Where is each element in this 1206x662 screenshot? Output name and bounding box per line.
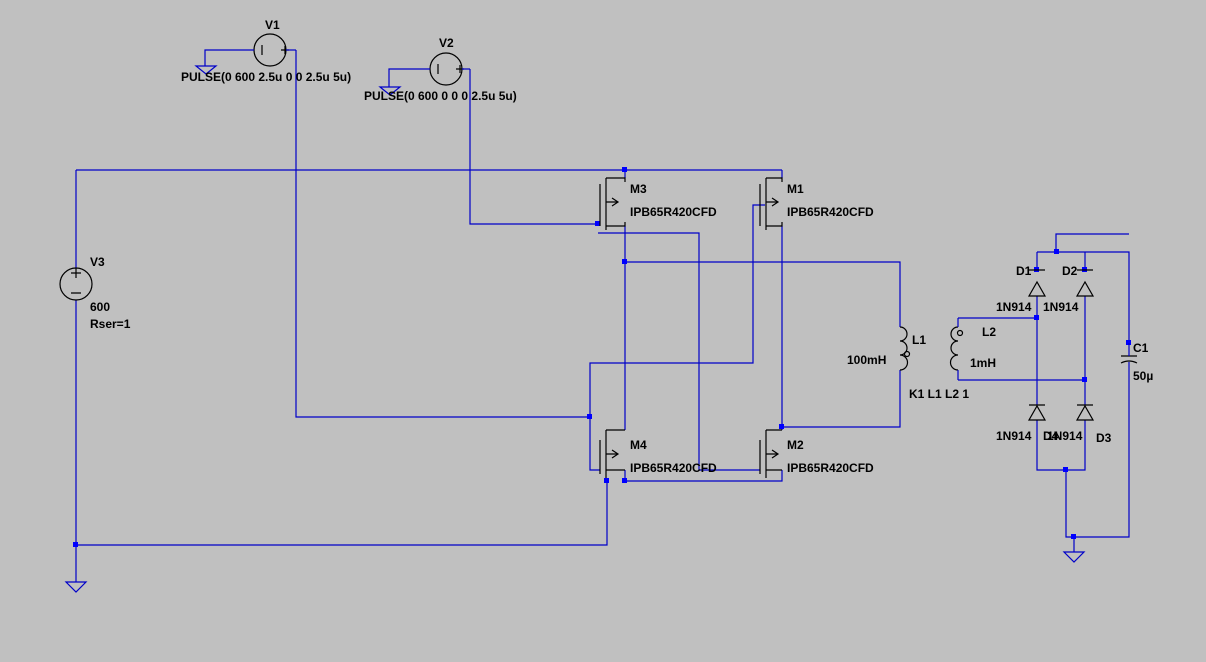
source-v3[interactable]: V3 600 Rser=1 xyxy=(59,255,131,331)
l1-value: 100mH xyxy=(847,353,886,367)
m3-model: IPB65R420CFD xyxy=(630,205,717,219)
d3-ref: D3 xyxy=(1096,431,1112,445)
d4-ref: D4 xyxy=(1043,429,1059,443)
v3-ref: V3 xyxy=(90,255,105,269)
ground-icon xyxy=(1062,551,1086,563)
source-v1[interactable]: V1 PULSE(0 600 2.5u 0 0 2.5u 5u) xyxy=(181,18,351,84)
inductor-l2[interactable]: L2 1mH xyxy=(949,318,997,380)
diode-d1[interactable]: D1 1N914 xyxy=(996,264,1047,314)
v2-ref: V2 xyxy=(439,36,454,50)
m2-model: IPB65R420CFD xyxy=(787,461,874,475)
wires xyxy=(75,50,1130,582)
c1-value: 50µ xyxy=(1133,369,1153,383)
c1-ref: C1 xyxy=(1133,341,1149,355)
coupling-directive: K1 L1 L2 1 xyxy=(909,387,969,401)
mosfet-m1[interactable]: M1 IPB65R420CFD xyxy=(759,177,874,230)
m4-model: IPB65R420CFD xyxy=(630,461,717,475)
d2-model: 1N914 xyxy=(1043,300,1079,314)
inductor-l1[interactable]: L1 100mH xyxy=(847,326,926,371)
mosfet-m4[interactable]: M4 IPB65R420CFD xyxy=(599,429,717,478)
v2-value: PULSE(0 600 0 0 0 2.5u 5u) xyxy=(364,89,517,103)
d4-model: 1N914 xyxy=(996,429,1032,443)
m2-ref: M2 xyxy=(787,438,804,452)
v1-ref: V1 xyxy=(265,18,280,32)
mosfet-m2[interactable]: M2 IPB65R420CFD xyxy=(759,429,874,478)
m4-ref: M4 xyxy=(630,438,647,452)
diode-d4[interactable]: D4 1N914 xyxy=(996,404,1059,443)
d2-ref: D2 xyxy=(1062,264,1078,278)
d3-model: 1N914 xyxy=(1047,429,1083,443)
v3-value: 600 xyxy=(90,300,110,314)
capacitor-c1[interactable]: C1 50µ xyxy=(1120,341,1153,383)
l2-value: 1mH xyxy=(970,356,996,370)
ground-icon xyxy=(64,581,88,593)
diode-d2[interactable]: D2 1N914 xyxy=(1043,264,1095,314)
source-v2[interactable]: V2 PULSE(0 600 0 0 0 2.5u 5u) xyxy=(364,36,517,103)
mosfet-m3[interactable]: M3 IPB65R420CFD xyxy=(599,177,717,230)
m1-model: IPB65R420CFD xyxy=(787,205,874,219)
d1-ref: D1 xyxy=(1016,264,1032,278)
l2-ref: L2 xyxy=(982,325,996,339)
diode-d3[interactable]: D3 1N914 xyxy=(1047,404,1112,445)
l1-ref: L1 xyxy=(912,333,926,347)
m1-ref: M1 xyxy=(787,182,804,196)
d1-model: 1N914 xyxy=(996,300,1032,314)
v1-value: PULSE(0 600 2.5u 0 0 2.5u 5u) xyxy=(181,70,351,84)
v3-param: Rser=1 xyxy=(90,317,131,331)
m3-ref: M3 xyxy=(630,182,647,196)
